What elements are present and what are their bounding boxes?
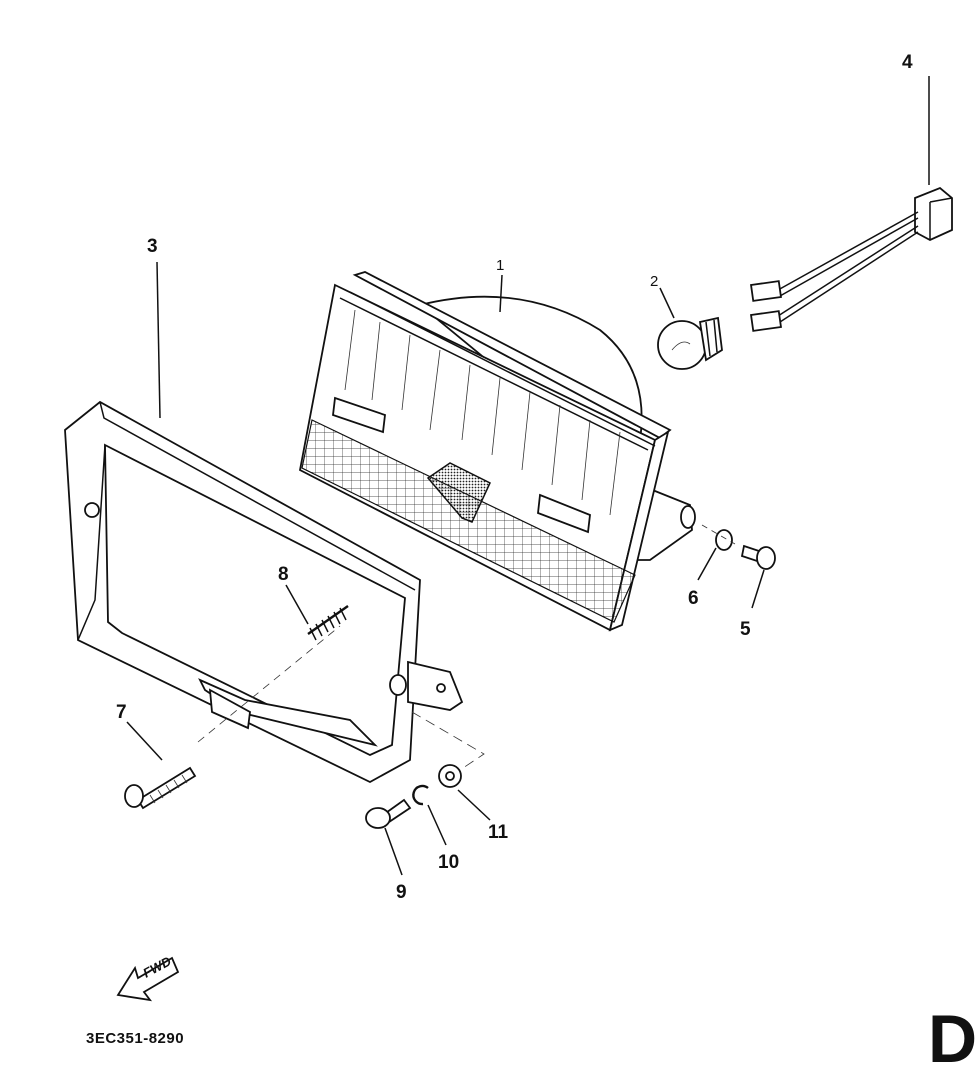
page-letter: D — [928, 1001, 977, 1070]
wire-harness — [750, 186, 953, 332]
adjusting-spring — [307, 605, 349, 641]
fwd-arrow: FWD — [116, 953, 180, 1002]
callout-1: 1 — [496, 257, 504, 274]
callout-11: 11 — [488, 822, 509, 843]
callout-4: 4 — [902, 52, 913, 73]
screw-5 — [740, 544, 776, 570]
callout-5: 5 — [740, 619, 751, 640]
leader-lines — [126, 76, 930, 876]
lock-washer — [412, 784, 429, 806]
adjusting-screw — [124, 766, 197, 810]
plain-washer — [438, 764, 462, 788]
headlight-rim — [64, 400, 464, 784]
callout-6: 6 — [688, 588, 699, 609]
callout-8: 8 — [278, 564, 289, 585]
callout-2: 2 — [650, 273, 658, 290]
callout-7: 7 — [116, 702, 127, 723]
callout-10: 10 — [438, 852, 459, 873]
headlight-unit — [298, 271, 696, 632]
callout-3: 3 — [147, 236, 158, 257]
part-code: 3EC351-8290 — [86, 1030, 184, 1047]
screw-9 — [365, 798, 412, 829]
collar — [715, 529, 733, 551]
bulb — [657, 316, 723, 370]
callout-9: 9 — [396, 882, 407, 903]
